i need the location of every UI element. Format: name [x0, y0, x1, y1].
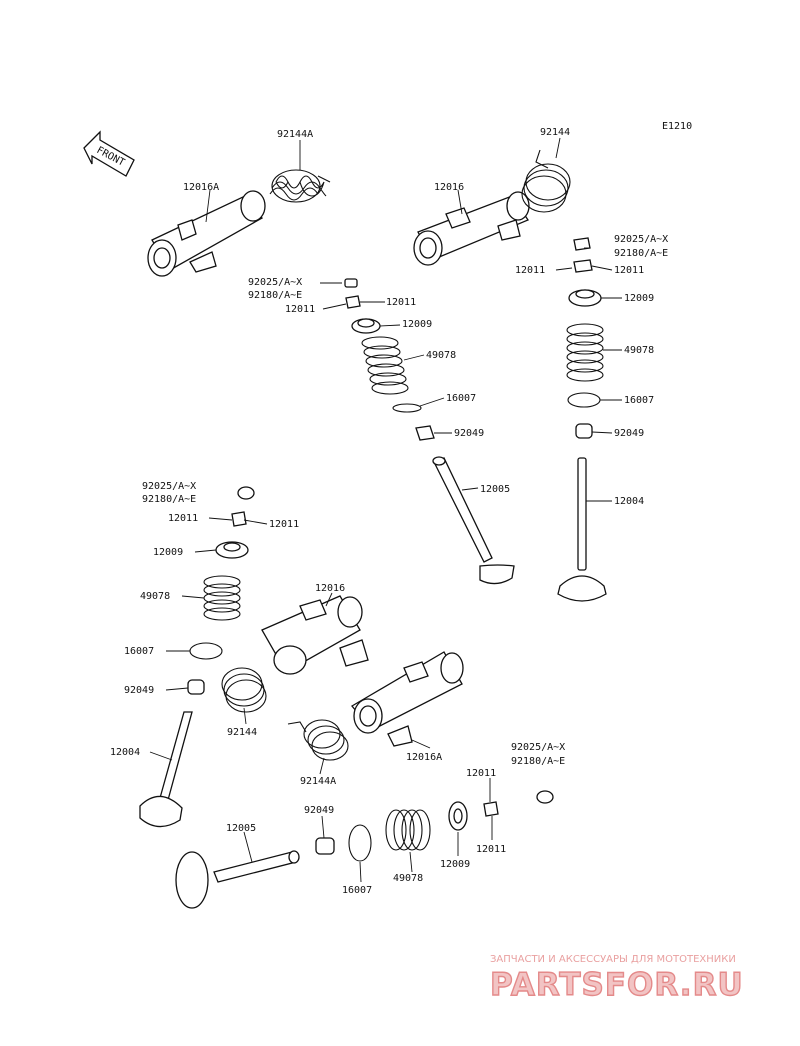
label-92049-mid: 92049: [454, 428, 484, 439]
label-49078-right: 49078: [624, 345, 654, 356]
watermark: ЗАПЧАСТИ И АКСЕССУАРЫ ДЛЯ МОТОТЕХНИКИ PA…: [489, 954, 744, 1004]
rocker-arm-12016a-top: [147, 190, 266, 277]
leader-lines: [149, 137, 622, 883]
watermark-logo: PARTSFOR.RU: [490, 967, 744, 1003]
valve-cap-top-right: [573, 237, 593, 273]
label-16007-mid: 16007: [446, 393, 476, 404]
label-12005-bottom: 12005: [226, 823, 256, 834]
label-92180-lower-left: 92180/A~E: [142, 494, 196, 505]
valve-12005-bottom: [175, 850, 300, 909]
label-12011-bottom-b: 12011: [476, 844, 506, 855]
label-49078-mid: 49078: [426, 350, 456, 361]
label-12016a-top: 12016A: [183, 182, 219, 193]
label-92144-top: 92144: [540, 127, 570, 138]
label-12016-lower: 12016: [315, 583, 345, 594]
label-92025-right: 92025/A~X: [614, 234, 668, 245]
diagram-code: E1210: [662, 121, 692, 132]
label-12011-right-a: 12011: [515, 265, 545, 276]
valve-spring-49078-bottom: [385, 809, 431, 851]
valve-12004-lower-left: [139, 711, 193, 828]
label-92144-lower: 92144: [227, 727, 257, 738]
spring-retainer-12009-lower-left: [215, 541, 249, 559]
label-12009-lower-left: 12009: [153, 547, 183, 558]
front-arrow-icon: FRONT: [83, 130, 135, 177]
label-92049-right: 92049: [614, 428, 644, 439]
part-labels: 92144A 92144 12016A 12016 92025/A~X 9218…: [110, 127, 668, 896]
rocker-arm-12016-lower: [261, 595, 369, 675]
spring-seat-16007-left: [392, 403, 422, 413]
label-12005-mid: 12005: [480, 484, 510, 495]
valve-seal-92049-lower-left: [187, 679, 205, 695]
label-49078-bottom: 49078: [393, 873, 423, 884]
label-12011-right-b: 12011: [614, 265, 644, 276]
label-12011-lower-left-a: 12011: [168, 513, 198, 524]
label-92025-mid: 92025/A~X: [248, 277, 302, 288]
valve-seal-92049-left: [415, 425, 435, 441]
torsion-spring-92144-lower: [221, 667, 267, 713]
label-49078-lower-left: 49078: [140, 591, 170, 602]
label-12011-bottom-a: 12011: [466, 768, 496, 779]
label-16007-right: 16007: [624, 395, 654, 406]
spring-retainer-12009-right: [568, 289, 602, 307]
valve-12004-right: [557, 457, 607, 602]
torsion-spring-92144-top: [521, 149, 571, 213]
label-12009-bottom: 12009: [440, 859, 470, 870]
valve-spring-49078-lower-left: [203, 575, 241, 621]
valve-seal-92049-right: [575, 423, 593, 439]
label-12011-mid-b: 12011: [386, 297, 416, 308]
label-92025-bottom: 92025/A~X: [511, 742, 565, 753]
label-12004-right: 12004: [614, 496, 644, 507]
spring-retainer-12009-left: [351, 318, 381, 334]
label-92144a-lower: 92144A: [300, 776, 336, 787]
label-92180-right: 92180/A~E: [614, 248, 668, 259]
valve-spring-49078-right: [566, 323, 604, 382]
label-12016a-lower: 12016A: [406, 752, 442, 763]
label-12016-top: 12016: [434, 182, 464, 193]
rocker-arm-12016-top: [413, 191, 530, 266]
rocker-arm-12016a-lower: [351, 651, 464, 747]
valve-cotter-bottom: [483, 801, 499, 817]
label-12009-mid: 12009: [402, 319, 432, 330]
label-92180-mid: 92180/A~E: [248, 290, 302, 301]
watermark-tagline: ЗАПЧАСТИ И АКСЕССУАРЫ ДЛЯ МОТОТЕХНИКИ: [490, 954, 736, 965]
valve-spring-49078-left: [361, 336, 409, 395]
label-12011-mid-a: 12011: [285, 304, 315, 315]
label-12011-lower-left-b: 12011: [269, 519, 299, 530]
label-16007-lower-left: 16007: [124, 646, 154, 657]
valve-12005-middle: [432, 456, 515, 585]
spring-retainer-12009-bottom: [448, 801, 468, 831]
label-92144a-top: 92144A: [277, 129, 313, 140]
valve-seal-92049-bottom: [315, 837, 335, 855]
torsion-spring-92144a-top: [269, 169, 331, 203]
label-92049-bottom: 92049: [304, 805, 334, 816]
torsion-spring-92144a-lower: [287, 719, 349, 761]
valve-cotter-lower-left: [231, 511, 247, 527]
label-16007-bottom: 16007: [342, 885, 372, 896]
label-12009-right: 12009: [624, 293, 654, 304]
valve-cotter-top-left: [344, 278, 361, 309]
valve-cap-lower-left: [237, 486, 255, 500]
label-12004-lower-left: 12004: [110, 747, 140, 758]
spring-seat-16007-right: [567, 392, 601, 408]
spring-seat-16007-lower-left: [189, 642, 223, 660]
label-92049-lower-left: 92049: [124, 685, 154, 696]
spring-seat-16007-bottom: [348, 824, 372, 862]
valve-cap-bottom-right: [536, 790, 554, 804]
label-92025-lower-left: 92025/A~X: [142, 481, 196, 492]
label-92180-bottom: 92180/A~E: [511, 756, 565, 767]
